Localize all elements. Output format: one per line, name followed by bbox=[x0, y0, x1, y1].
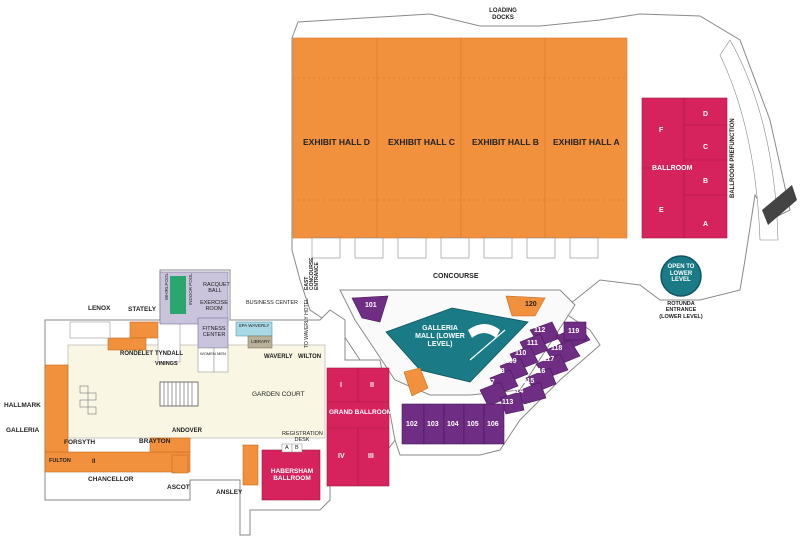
room-112-label: 112 bbox=[534, 327, 546, 334]
exhibit-hall-d-label: EXHIBIT HALL D bbox=[303, 137, 370, 147]
wilton-label: WILTON bbox=[298, 354, 322, 360]
indoor-pool-label: INDOOR POOL bbox=[188, 273, 193, 305]
room-117-label: 117 bbox=[543, 356, 555, 363]
men-label: MEN bbox=[217, 351, 226, 356]
habersham-ballroom-block[interactable] bbox=[261, 449, 321, 501]
ascot-label: ASCOT bbox=[167, 484, 190, 491]
exhibit-hall-c-label: EXHIBIT HALL C bbox=[388, 137, 455, 147]
exhibit-halls bbox=[292, 37, 628, 259]
exhibit-hall-b[interactable] bbox=[460, 37, 546, 239]
room-115-label: 115 bbox=[523, 378, 535, 385]
vinings-label: VININGS bbox=[155, 361, 178, 367]
registration-desk-label: REGISTRATION DESK bbox=[282, 431, 323, 444]
meeting-rooms bbox=[351, 295, 591, 445]
room-109-label: 109 bbox=[505, 358, 517, 365]
pool-block[interactable] bbox=[170, 276, 186, 314]
hallmark-label: HALLMARK bbox=[4, 402, 41, 409]
grand-section-ii: II bbox=[370, 382, 374, 389]
room-120-shape[interactable] bbox=[505, 295, 546, 317]
women-label: WOMEN bbox=[200, 351, 216, 356]
room-102-label: 102 bbox=[406, 421, 418, 428]
spa-label: SPA WAVERLY bbox=[238, 323, 270, 328]
rotunda-entrance-label: ROTUNDA ENTRANCE (LOWER LEVEL) bbox=[659, 301, 703, 320]
rotunda-circle bbox=[660, 255, 702, 297]
exercise-room-label: EXERCISE ROOM bbox=[200, 300, 228, 313]
east-concourse-entrance-label: EAST CONCOURSE ENTRANCE bbox=[304, 257, 320, 290]
forsyth-label: FORSYTH bbox=[64, 439, 96, 446]
fulton-section-ii: II bbox=[92, 459, 96, 465]
room-116-label: 116 bbox=[534, 368, 546, 375]
grand-section-i: I bbox=[340, 382, 342, 389]
fitness-center-label: FITNESS CENTER bbox=[202, 326, 226, 339]
room-119-label: 119 bbox=[568, 328, 580, 335]
ballroom-section-a: A bbox=[703, 221, 709, 228]
room-108-label: 108 bbox=[493, 368, 505, 375]
fulton-label: FULTON bbox=[49, 458, 71, 464]
grand-ballroom bbox=[261, 367, 390, 501]
lenox-label: LENOX bbox=[88, 305, 111, 312]
exhibit-hall-c[interactable] bbox=[376, 37, 462, 239]
room-120-label: 120 bbox=[525, 301, 537, 308]
ansley-label: ANSLEY bbox=[216, 489, 243, 496]
loading-docks-label: LOADING DOCKS bbox=[489, 8, 517, 21]
garden-court-label: GARDEN COURT bbox=[252, 391, 305, 398]
room-118-label: 118 bbox=[551, 345, 563, 352]
room-110-label: 110 bbox=[515, 350, 527, 357]
reg-b-label: B bbox=[295, 445, 299, 451]
ballroom-section-e: E bbox=[659, 207, 664, 214]
stately-label: STATELY bbox=[128, 306, 157, 313]
ballroom-prefunction-label: BALLROOM PREFUNCTION bbox=[730, 118, 736, 198]
west-wing-rooms bbox=[44, 271, 273, 486]
ballroom-section-c: C bbox=[703, 144, 709, 151]
room-111-label: 111 bbox=[527, 340, 538, 347]
rondelet-label: RONDELET bbox=[120, 351, 153, 357]
exhibit-hall-a[interactable] bbox=[544, 37, 628, 239]
room-101-shape[interactable] bbox=[351, 295, 389, 323]
room-107-label: 107 bbox=[483, 379, 495, 386]
to-waverly-label: TO WAVERLY HOTEL bbox=[304, 298, 310, 348]
galleria-mall bbox=[385, 307, 529, 383]
racquet-ball-label: RACQUET BALL bbox=[203, 282, 230, 295]
open-to-lower-label: OPEN TO LOWER LEVEL bbox=[667, 264, 695, 284]
andover-label: ANDOVER bbox=[172, 428, 203, 434]
brayton-label: BRAYTON bbox=[139, 438, 171, 445]
waverly-label: WAVERLY bbox=[264, 354, 293, 360]
grand-section-iii: III bbox=[368, 453, 374, 460]
room-113-label: 113 bbox=[502, 399, 514, 406]
galleria-mall-label: GALLERIA MALL (LOWER LEVEL) bbox=[415, 325, 465, 349]
ballroom-section-d: D bbox=[703, 111, 709, 118]
concourse-label: CONCOURSE bbox=[433, 273, 479, 280]
room-103-label: 103 bbox=[427, 421, 439, 428]
ballroom-section-b: B bbox=[703, 178, 709, 185]
galleria-label: GALLERIA bbox=[6, 427, 40, 434]
library-block[interactable] bbox=[247, 335, 273, 349]
exhibit-hall-a-label: EXHIBIT HALL A bbox=[553, 137, 620, 147]
chancellor-label: CHANCELLOR bbox=[88, 476, 134, 483]
grand-ballroom-label: GRAND BALLROOM bbox=[329, 409, 393, 416]
room-114-label: 114 bbox=[512, 388, 524, 395]
library-label: LIBRARY bbox=[251, 339, 271, 344]
ballroom-label: BALLROOM bbox=[652, 165, 693, 172]
ballroom-section-f: F bbox=[659, 127, 664, 134]
grand-section-iv: IV bbox=[338, 453, 345, 460]
business-center-label: BUSINESS CENTER bbox=[246, 300, 298, 306]
garden-court bbox=[67, 344, 326, 439]
habersham-label: HABERSHAM BALLROOM bbox=[270, 468, 314, 483]
ballroom bbox=[641, 39, 797, 297]
whirlpool-label: WHIRLPOOL bbox=[164, 272, 169, 300]
room-105-label: 105 bbox=[467, 421, 479, 428]
room-104-label: 104 bbox=[447, 421, 459, 428]
room-101-label: 101 bbox=[365, 302, 377, 309]
room-106-label: 106 bbox=[487, 421, 499, 428]
reg-a-label: A bbox=[285, 445, 289, 451]
tyndall-label: TYNDALL bbox=[155, 351, 183, 357]
exhibit-hall-b-label: EXHIBIT HALL B bbox=[472, 137, 539, 147]
